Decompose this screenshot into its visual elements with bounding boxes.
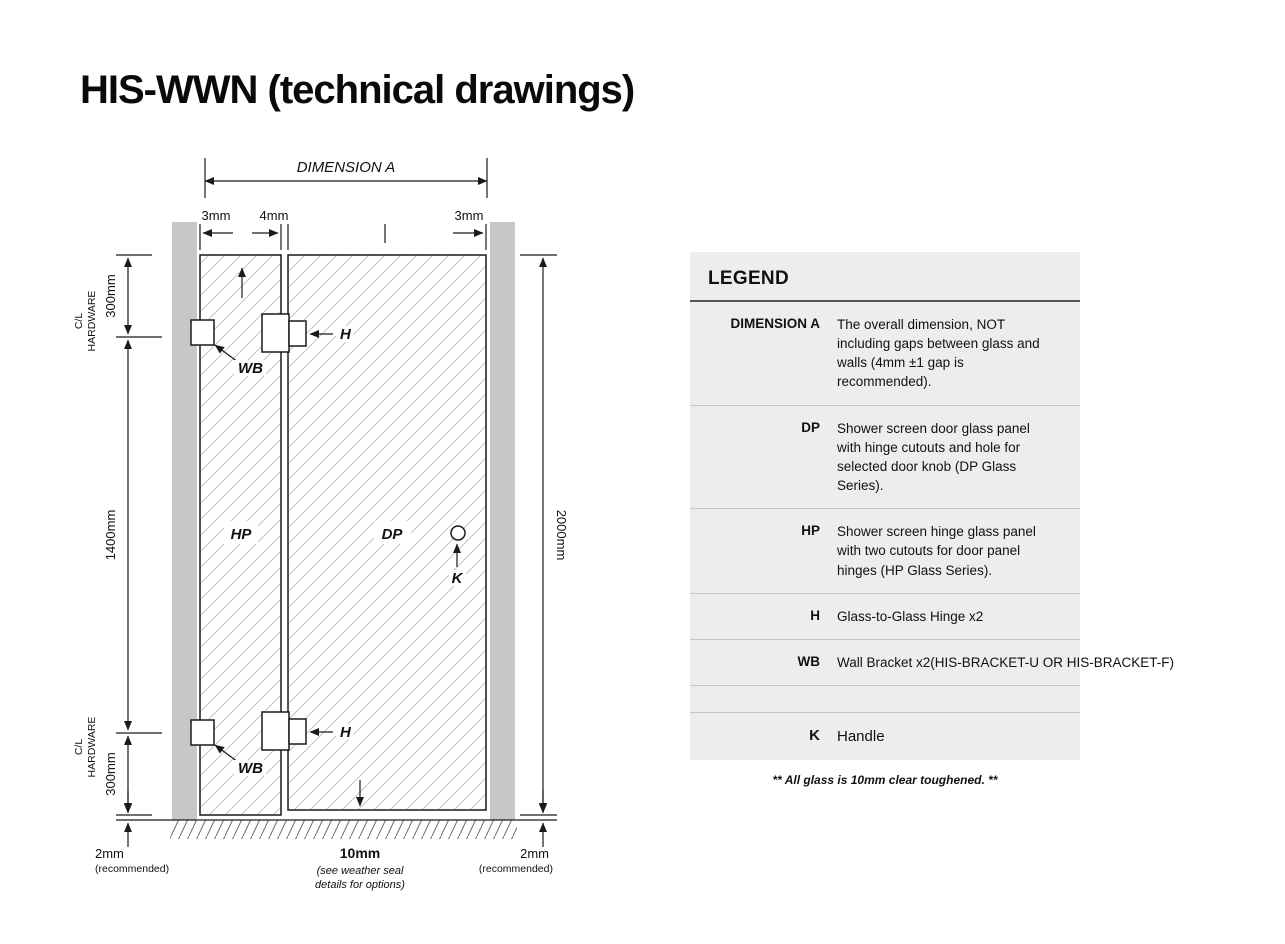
gap-left-label: 3mm	[202, 208, 231, 223]
top-offset-label: 300mm	[103, 274, 118, 317]
legend-description: Shower screen door glass panel with hing…	[837, 420, 1030, 494]
legend-description: Glass-to-Glass Hinge x2	[837, 608, 984, 624]
dimension-a-label: DIMENSION A	[297, 159, 396, 176]
floor	[170, 819, 517, 839]
floor-gap-left-note: (recommended)	[95, 863, 169, 875]
legend-row-h: H Glass-to-Glass Hinge x2	[690, 592, 1080, 639]
cl-bottom-2: HARDWARE	[86, 717, 98, 778]
bottom-dims	[116, 780, 557, 847]
handle-label: K	[452, 570, 464, 587]
legend-description: Wall Bracket x2(HIS-BRACKET-U OR HIS-BRA…	[837, 654, 1175, 670]
legend-row-spacer	[690, 685, 1080, 712]
wall-bracket-top	[190, 319, 215, 346]
right-wall	[490, 222, 515, 820]
leader-arrows	[214, 267, 462, 763]
door-gap-note-line2: details for options)	[315, 879, 405, 891]
handle-hole	[450, 525, 466, 541]
door-gap-note-line1: (see weather seal	[317, 865, 404, 877]
hinge-top-label: H	[340, 326, 352, 343]
label-backers	[224, 326, 466, 776]
legend-footnote: ** All glass is 10mm clear toughened. **	[772, 773, 998, 788]
legend-term: DIMENSION A	[730, 316, 820, 331]
wall-bracket-top-label: WB	[238, 360, 263, 377]
bottom-offset-label: 300mm	[103, 752, 118, 795]
hinge-top-large	[261, 313, 290, 353]
floor-gap-right-label: 2mm	[520, 846, 549, 861]
cl-top-1: C/L	[73, 313, 85, 330]
top-gap-dims	[199, 224, 487, 250]
legend-row-dimension-a: DIMENSION A The overall dimension, NOT i…	[690, 302, 1080, 405]
legend-title: LEGEND	[690, 268, 1080, 302]
gap-right-label: 3mm	[455, 208, 484, 223]
legend-description: The overall dimension, NOT including gap…	[837, 317, 1040, 390]
left-dims	[116, 254, 162, 816]
hp-panel-label: HP	[231, 526, 253, 543]
hinge-bottom-label: H	[340, 724, 352, 741]
legend-description: Handle	[837, 728, 885, 746]
wall-bracket-bottom-label: WB	[238, 760, 263, 777]
legend-term: K	[809, 727, 820, 745]
door-gap-label: 10mm	[340, 845, 380, 861]
dp-panel-label: DP	[382, 526, 404, 543]
legend-row-hp: HP Shower screen hinge glass panel with …	[690, 508, 1080, 592]
cl-bottom-1: C/L	[73, 739, 85, 756]
floor-gap-left-label: 2mm	[95, 846, 124, 861]
legend-row-wb: WB Wall Bracket x2(HIS-BRACKET-U OR HIS-…	[690, 638, 1175, 685]
hinges	[261, 313, 307, 751]
hinge-top-small	[288, 320, 307, 347]
hinge-bottom-large	[261, 711, 290, 751]
legend-row-dp: DP Shower screen door glass panel with h…	[690, 404, 1080, 509]
legend-term: WB	[797, 653, 821, 669]
mid-height-label: 1400mm	[103, 510, 118, 561]
legend: LEGEND DIMENSION A The overall dimension…	[690, 252, 1175, 788]
dimension-a	[204, 158, 488, 198]
page-title: HIS-WWN (technical drawings)	[80, 68, 635, 112]
floor-gap-right-note: (recommended)	[479, 863, 553, 875]
cl-top-2: HARDWARE	[86, 291, 98, 352]
legend-term: H	[810, 607, 820, 623]
legend-term: HP	[801, 523, 820, 539]
total-height-label: 2000mm	[554, 510, 569, 561]
wall-bracket-bottom	[190, 719, 215, 746]
legend-description: Shower screen hinge glass panel with two…	[837, 524, 1036, 578]
technical-drawing: DIMENSION A 3mm 4mm 3mm 300mm C/L HARDWA…	[73, 158, 569, 891]
hinge-bottom-small	[288, 718, 307, 745]
gap-mid-label: 4mm	[260, 208, 289, 223]
right-dim	[520, 254, 557, 816]
legend-term: DP	[801, 419, 820, 435]
legend-panel: LEGEND DIMENSION A The overall dimension…	[690, 252, 1175, 761]
legend-row-k: K Handle	[690, 712, 1080, 760]
wall-brackets	[190, 319, 215, 746]
